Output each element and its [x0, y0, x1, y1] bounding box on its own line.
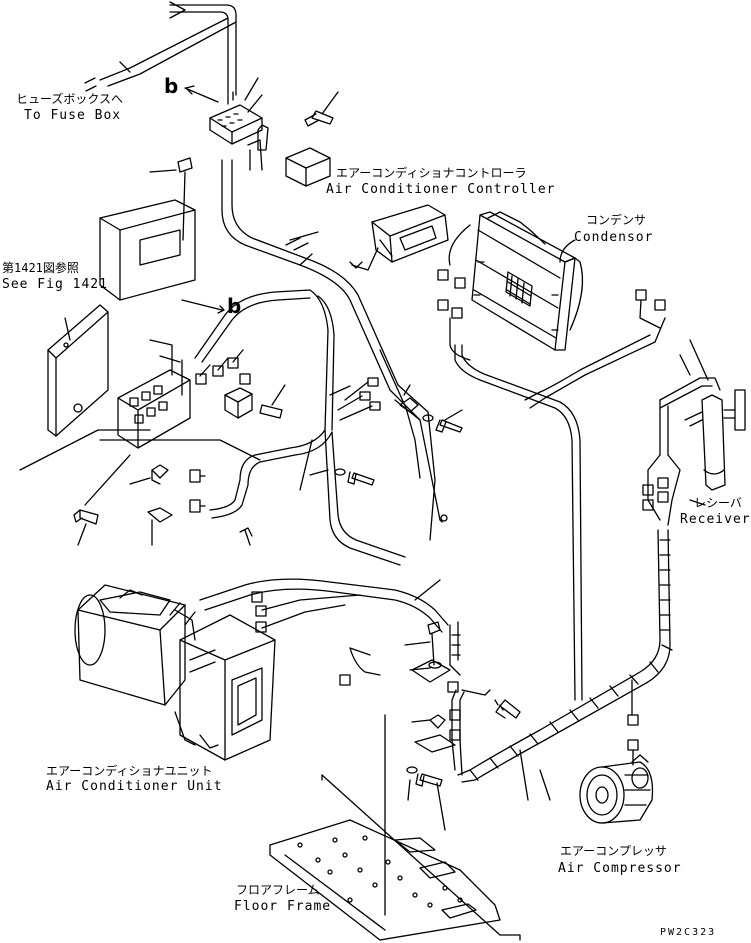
- receiver: [642, 339, 746, 526]
- condensor-harness: [454, 289, 666, 701]
- connector-block: [209, 77, 263, 145]
- clip-pieces: [19, 429, 261, 546]
- condensor: [437, 211, 584, 361]
- middle-harness: [189, 429, 406, 566]
- label-controller-jp: エアーコンディショナコントローラ: [336, 166, 527, 180]
- leader-lines: [539, 239, 706, 801]
- label-floor-jp: フロアフレーム: [236, 883, 320, 897]
- bolt-top: [304, 91, 339, 127]
- left-branch-harness: [194, 289, 335, 431]
- label-condensor-jp: コンデンサ: [586, 213, 647, 227]
- label-see-fig-en: See Fig 1421: [2, 277, 108, 292]
- label-condensor-en: Condensor: [574, 230, 654, 245]
- air-compressor: [579, 754, 654, 824]
- label-see-fig-jp: 第1421図参照: [2, 261, 79, 275]
- ref-b-mid: b: [227, 294, 242, 318]
- unit-harness: [199, 578, 461, 686]
- relay-module: [117, 339, 191, 449]
- label-receiver-en: Receiver: [680, 512, 751, 527]
- controller-relay: [247, 124, 331, 187]
- label-floor-en: Floor Frame: [234, 899, 332, 914]
- drawing-code: PW2C323: [660, 927, 717, 938]
- bolts-center: [309, 409, 463, 486]
- floor-frame: [269, 774, 521, 941]
- label-compressor-jp: エアーコンプレッサ: [560, 844, 667, 858]
- main-harness: [221, 159, 448, 541]
- air-conditioner-unit: [74, 584, 276, 761]
- lower-fasteners: [384, 621, 521, 916]
- fuse-box-harness: [84, 1, 237, 96]
- label-fuse-box-en: To Fuse Box: [24, 108, 122, 123]
- label-unit-en: Air Conditioner Unit: [46, 779, 223, 794]
- panel-see-fig: [47, 304, 109, 437]
- small-relay: [224, 384, 286, 419]
- relay-bracket: [99, 157, 196, 301]
- label-fuse-box-jp: ヒューズボックスへ: [16, 92, 124, 106]
- arrow-b-mid: [181, 299, 223, 311]
- label-unit-jp: エアーコンディショナユニット: [46, 764, 213, 778]
- arrow-b-top: [184, 87, 219, 103]
- label-compressor-en: Air Compressor: [558, 861, 682, 876]
- ref-b-top: b: [164, 74, 179, 98]
- connector-cluster: [329, 377, 419, 421]
- air-conditioner-controller: [349, 204, 449, 271]
- label-controller-en: Air Conditioner Controller: [326, 182, 556, 197]
- label-receiver-jp: レシーバ: [694, 496, 742, 510]
- compressor-harness: [451, 529, 673, 801]
